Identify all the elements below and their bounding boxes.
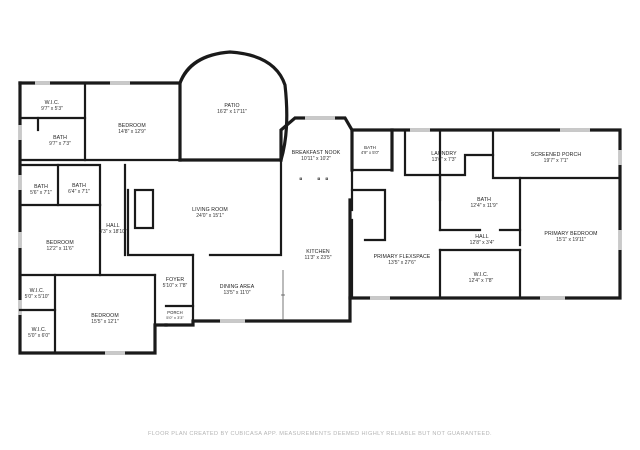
room-dim-hall-w: 3'3" x 18'10" (99, 229, 127, 235)
room-name-bedroom-w: BEDROOM (46, 240, 74, 246)
room-dim-screened-porch: 19'7" x 7'1" (544, 158, 569, 164)
room-dim-breakfast: 10'11" x 10'2" (301, 156, 331, 162)
room-dim-hall-e: 12'8" x 3'4" (470, 240, 495, 246)
room-dim-bath-c: 6'4" x 7'1" (68, 189, 90, 195)
room-dim-foyer: 5'10" x 7'8" (163, 283, 188, 289)
room-name-foyer: FOYER (166, 277, 185, 283)
room-name-wic-e: W.I.C. (474, 272, 489, 278)
room-dim-kitchen: 11'3" x 23'5" (304, 255, 331, 261)
room-name-bath-a: BATH (53, 135, 67, 141)
exterior-walls (18, 50, 622, 355)
room-dim-laundry: 13'0" x 7'3" (432, 157, 457, 163)
room-name-kitchen: KITCHEN (306, 249, 330, 255)
room-dim-living: 24'0" x 15'1" (196, 213, 224, 219)
room-dim-primary-bedroom: 15'1" x 19'11" (556, 237, 586, 243)
room-name-bath-e: BATH (477, 197, 491, 203)
room-dim-dining: 13'5" x 11'0" (223, 290, 250, 296)
room-name-hall-w: HALL (106, 223, 119, 229)
room-dim-bath-d: 4'9" x 5'0" (361, 150, 380, 155)
room-name-bath-c: BATH (72, 183, 86, 189)
room-dim-wic-sw2: 5'0" x 6'0" (28, 333, 50, 339)
room-name-flexspace: PRIMARY FLEXSPACE (374, 254, 431, 260)
room-name-hall-e: HALL (475, 234, 488, 240)
room-name-wic-sw2: W.I.C. (32, 327, 47, 333)
room-name-living: LIVING ROOM (192, 207, 228, 213)
room-name-bath-b: BATH (34, 184, 48, 190)
room-dim-bedroom-sw: 15'5" x 12'1" (91, 319, 119, 325)
room-name-bath-d: BATH (364, 145, 376, 150)
room-name-wic-sw: W.I.C. (30, 288, 45, 294)
room-name-screened-porch: SCREENED PORCH (531, 152, 582, 158)
room-name-primary-bedroom: PRIMARY BEDROOM (544, 231, 597, 237)
room-dim-bedroom-nw: 14'8" x 12'9" (118, 129, 146, 135)
room-name-laundry: LAUNDRY (431, 151, 457, 157)
room-dim-bath-e: 12'4" x 11'9" (470, 203, 497, 209)
room-dim-wic-e: 12'4" x 7'8" (469, 278, 494, 284)
room-name-bedroom-sw: BEDROOM (91, 313, 119, 319)
room-dim-bath-a: 9'7" x 7'3" (49, 141, 71, 147)
room-dim-flexspace: 13'5" x 27'6" (388, 260, 416, 266)
room-dim-wic-sw: 5'0" x 5'10" (25, 294, 50, 300)
room-dim-bath-b: 5'6" x 7'1" (30, 190, 52, 196)
room-name-breakfast: BREAKFAST NOOK (292, 150, 341, 156)
windows (18, 81, 622, 355)
footer-disclaimer: FLOOR PLAN CREATED BY CUBICASA APP. MEAS… (147, 431, 493, 437)
room-dim-patio: 16'2" x 17'11" (217, 109, 247, 115)
room-name-dining: DINING AREA (220, 284, 255, 290)
room-dim-porch: 5'0" x 3'3" (166, 315, 184, 320)
room-labels: W.I.C. 9'7" x 5'3" BEDROOM 14'8" x 12'9"… (25, 100, 598, 339)
room-name-porch: PORCH (167, 310, 183, 315)
room-dim-wic-nw: 9'7" x 5'3" (41, 106, 63, 112)
thresholds (299, 177, 329, 181)
interior-walls (18, 81, 622, 355)
room-name-bedroom-nw: BEDROOM (118, 123, 146, 129)
room-name-patio: PATIO (224, 103, 239, 109)
room-name-wic-nw: W.I.C. (45, 100, 60, 106)
room-dim-bedroom-w: 12'2" x 11'6" (46, 246, 73, 252)
